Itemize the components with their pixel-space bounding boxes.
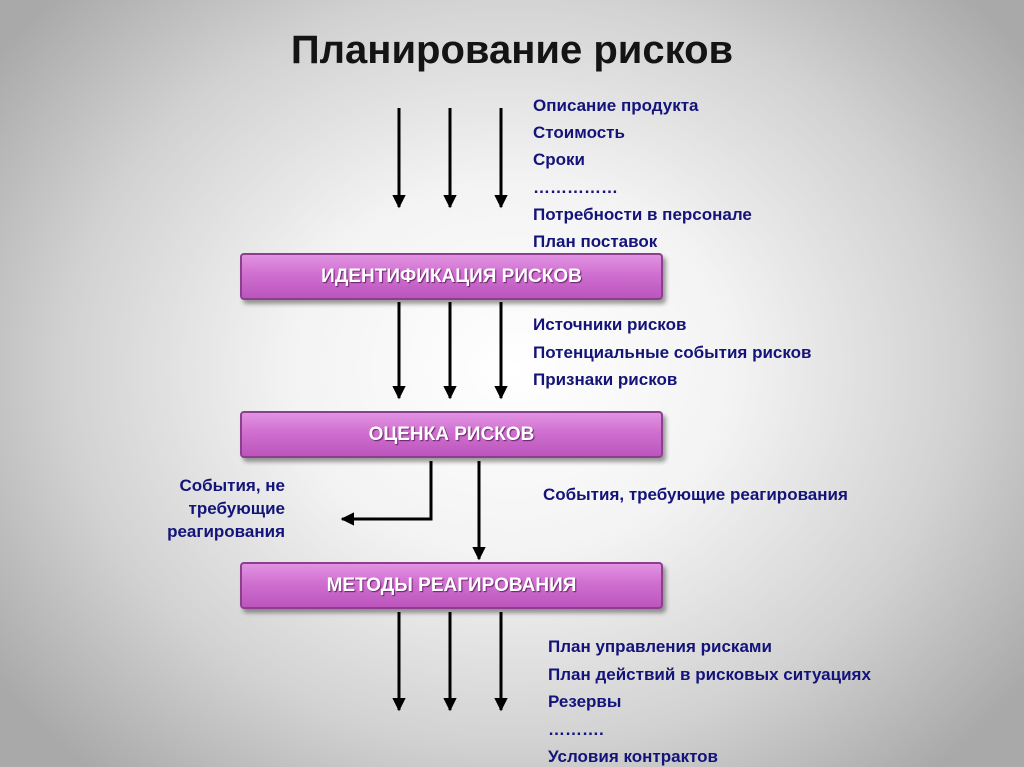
page-title: Планирование рисков bbox=[290, 28, 734, 72]
stage-response-methods-label: МЕТОДЫ РЕАГИРОВАНИЯ bbox=[326, 574, 577, 596]
input-item: Потребности в персонале bbox=[533, 204, 752, 224]
final-output-item: Условия контрактов bbox=[548, 747, 719, 766]
stage-response-methods-box: МЕТОДЫ РЕАГИРОВАНИЯ bbox=[240, 562, 663, 609]
inputs-list: Описание продукта Стоимость Сроки …………… … bbox=[533, 92, 752, 255]
stage-assessment-label: ОЦЕНКА РИСКОВ bbox=[368, 423, 535, 445]
response-events-note: События, требующие реагирования bbox=[543, 485, 848, 504]
final-output-item: Резервы bbox=[548, 692, 622, 711]
stage-identification-label: ИДЕНТИФИКАЦИЯ РИСКОВ bbox=[321, 265, 582, 287]
identification-output-item: Признаки рисков bbox=[533, 370, 678, 389]
identification-output-item: Потенциальные события рисков bbox=[533, 342, 812, 362]
stage-identification-box: ИДЕНТИФИКАЦИЯ РИСКОВ bbox=[240, 253, 663, 300]
identification-outputs-list: Источники рисков Потенциальные события р… bbox=[533, 311, 811, 394]
no-response-line: требующие bbox=[188, 499, 285, 518]
input-item: Описание продукта bbox=[533, 96, 699, 115]
identification-output-item: Источники рисков bbox=[533, 315, 687, 334]
final-output-item: План управления рисками bbox=[548, 637, 772, 656]
final-output-item: План действий в рисковых ситуациях bbox=[548, 664, 871, 684]
final-outputs-list: План управления рисками План действий в … bbox=[548, 633, 871, 767]
input-item: Сроки bbox=[533, 150, 586, 170]
input-item: Стоимость bbox=[533, 123, 625, 143]
input-item: …………… bbox=[533, 177, 618, 197]
no-response-events-note: События, не требующие реагирования bbox=[120, 474, 285, 543]
arrow-no-response-branch bbox=[340, 461, 433, 526]
final-output-item: ………. bbox=[548, 719, 604, 739]
stage-assessment-box: ОЦЕНКА РИСКОВ bbox=[240, 411, 663, 458]
no-response-line: реагирования bbox=[167, 522, 285, 541]
no-response-line: События, не bbox=[179, 476, 285, 495]
input-item: План поставок bbox=[533, 232, 658, 252]
